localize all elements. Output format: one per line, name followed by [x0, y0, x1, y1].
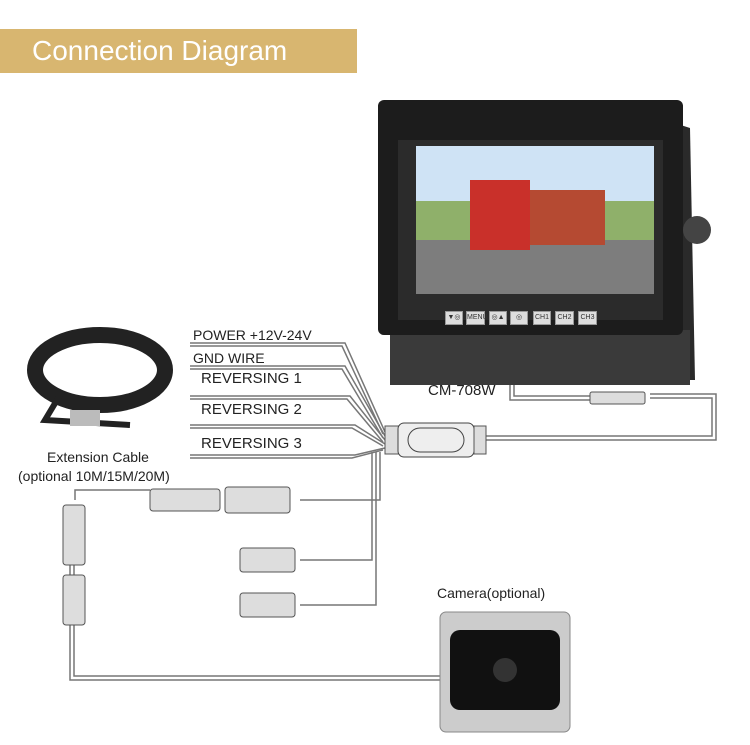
monitor-button-up[interactable]: ◎▲ — [489, 311, 507, 325]
wire-label-reversing-1: REVERSING 1 — [201, 370, 302, 387]
monitor — [378, 100, 711, 385]
extension-cable-coil — [27, 327, 173, 428]
extension-cable-note: (optional 10M/15M/20M) — [18, 468, 170, 484]
connectors — [62, 391, 646, 626]
camera-label: Camera(optional) — [437, 585, 546, 601]
monitor-button-power[interactable]: ◎ — [510, 311, 528, 325]
monitor-button-ch2[interactable]: CH2 — [555, 311, 574, 325]
wire-label-reversing-3: REVERSING 3 — [201, 435, 302, 452]
page-title: Connection Diagram — [0, 29, 357, 73]
monitor-button-menu[interactable]: MENU — [466, 311, 488, 325]
wire-label-gnd: GND WIRE — [193, 350, 265, 366]
wires — [69, 342, 717, 681]
wire-label-reversing-2: REVERSING 2 — [201, 401, 302, 418]
junction-box — [384, 422, 487, 458]
monitor-model-label: CM-708W — [428, 382, 496, 399]
wire-label-power: POWER +12V-24V — [193, 327, 312, 343]
monitor-button-ch3[interactable]: CH3 — [578, 311, 597, 325]
monitor-button-down-power[interactable]: ▼◎ — [445, 311, 463, 325]
monitor-button-ch1[interactable]: CH1 — [533, 311, 551, 325]
camera — [439, 611, 571, 733]
extension-cable-label: Extension Cable — [47, 449, 149, 465]
